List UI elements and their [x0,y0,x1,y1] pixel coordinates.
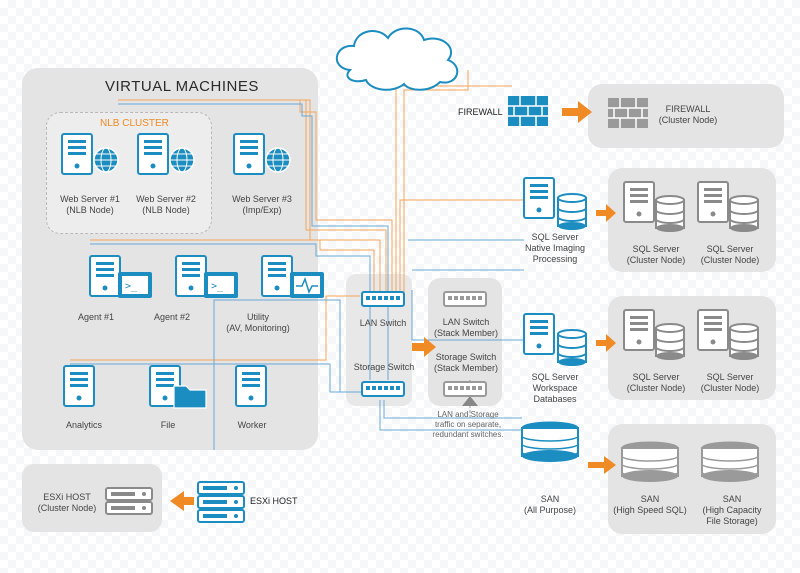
utility-label: Utility (AV, Monitoring) [226,312,290,333]
analytics-label: Analytics [65,420,102,430]
lan-stack-switch-icon [443,291,487,307]
san-high-capacity-icon [701,441,759,483]
analytics-server-icon [63,365,95,407]
san-high-speed-label: SAN (High Speed SQL) [613,494,687,515]
esxi-host-rack-icon [197,481,245,523]
sql-cluster-icon-3 [623,309,685,361]
web-server-2-icon [137,133,195,175]
storage-switch-icon [361,381,405,397]
worker-label: Worker [237,420,267,430]
sql-workspace-label: SQL Server Workspace Databases [531,372,579,404]
esxi-host-label: ESXi HOST [250,496,298,506]
virtual-machines-title: VIRTUAL MACHINES [105,78,259,95]
sql-cluster-label-1: SQL Server (Cluster Node) [626,244,686,265]
esxi-cluster-rack-icon [105,487,153,515]
storage-stack-switch-icon [443,381,487,397]
svg-text:>_: >_ [125,281,138,292]
redundancy-note: LAN and Storage traffic on separate, red… [432,410,504,439]
lan-switch-label: LAN Switch [359,318,407,328]
file-label: File [160,420,176,430]
utility-monitor-icon [261,255,324,298]
sql-cluster-icon-1 [623,181,685,233]
sql-cluster-label-2: SQL Server (Cluster Node) [700,244,760,265]
agent-2-label: Agent #2 [153,312,191,322]
storage-switch-label: Storage Switch [353,362,415,372]
sql-cluster-label-3: SQL Server (Cluster Node) [626,372,686,393]
web-server-2-label: Web Server #2 (NLB Node) [136,194,196,215]
web-server-3-label: Web Server #3 (Imp/Exp) [232,194,292,215]
firewall-cluster-label: FIREWALL (Cluster Node) [658,104,718,125]
firewall-cluster-icon [607,97,649,129]
esxi-cluster-label: ESXi HOST (Cluster Node) [37,492,97,513]
svg-text:>_: >_ [211,281,224,292]
san-high-speed-icon [621,441,679,483]
sql-cluster-icon-4 [697,309,759,361]
sql-cluster-label-4: SQL Server (Cluster Node) [700,372,760,393]
storage-stack-label: Storage Switch (Stack Member) [433,352,498,373]
web-server-1-icon [61,133,119,175]
nlb-cluster-title: NLB CLUSTER [100,118,169,129]
sql-native-label: SQL Server Native Imaging Processing [524,232,586,264]
cloud-icon [335,27,459,91]
web-server-1-label: Web Server #1 (NLB Node) [60,194,120,215]
firewall-icon [507,95,549,127]
sql-cluster-icon-2 [697,181,759,233]
san-high-capacity-label: SAN (High Capacity File Storage) [702,494,762,526]
agent-2-icon: >_ [175,255,238,298]
arrows [170,101,616,511]
worker-server-icon [235,365,267,407]
file-server-icon [149,365,207,409]
lan-switch-icon [361,291,405,307]
san-all-purpose-icon [521,421,579,463]
sql-workspace-icon [523,313,587,367]
agent-1-icon: >_ [89,255,152,298]
firewall-label: FIREWALL [458,107,503,117]
san-all-purpose-label: SAN (All Purpose) [523,494,577,515]
lan-stack-label: LAN Switch (Stack Member) [433,317,498,338]
agent-1-label: Agent #1 [77,312,115,322]
web-server-3-icon [233,133,291,175]
sql-native-icon [523,177,587,231]
